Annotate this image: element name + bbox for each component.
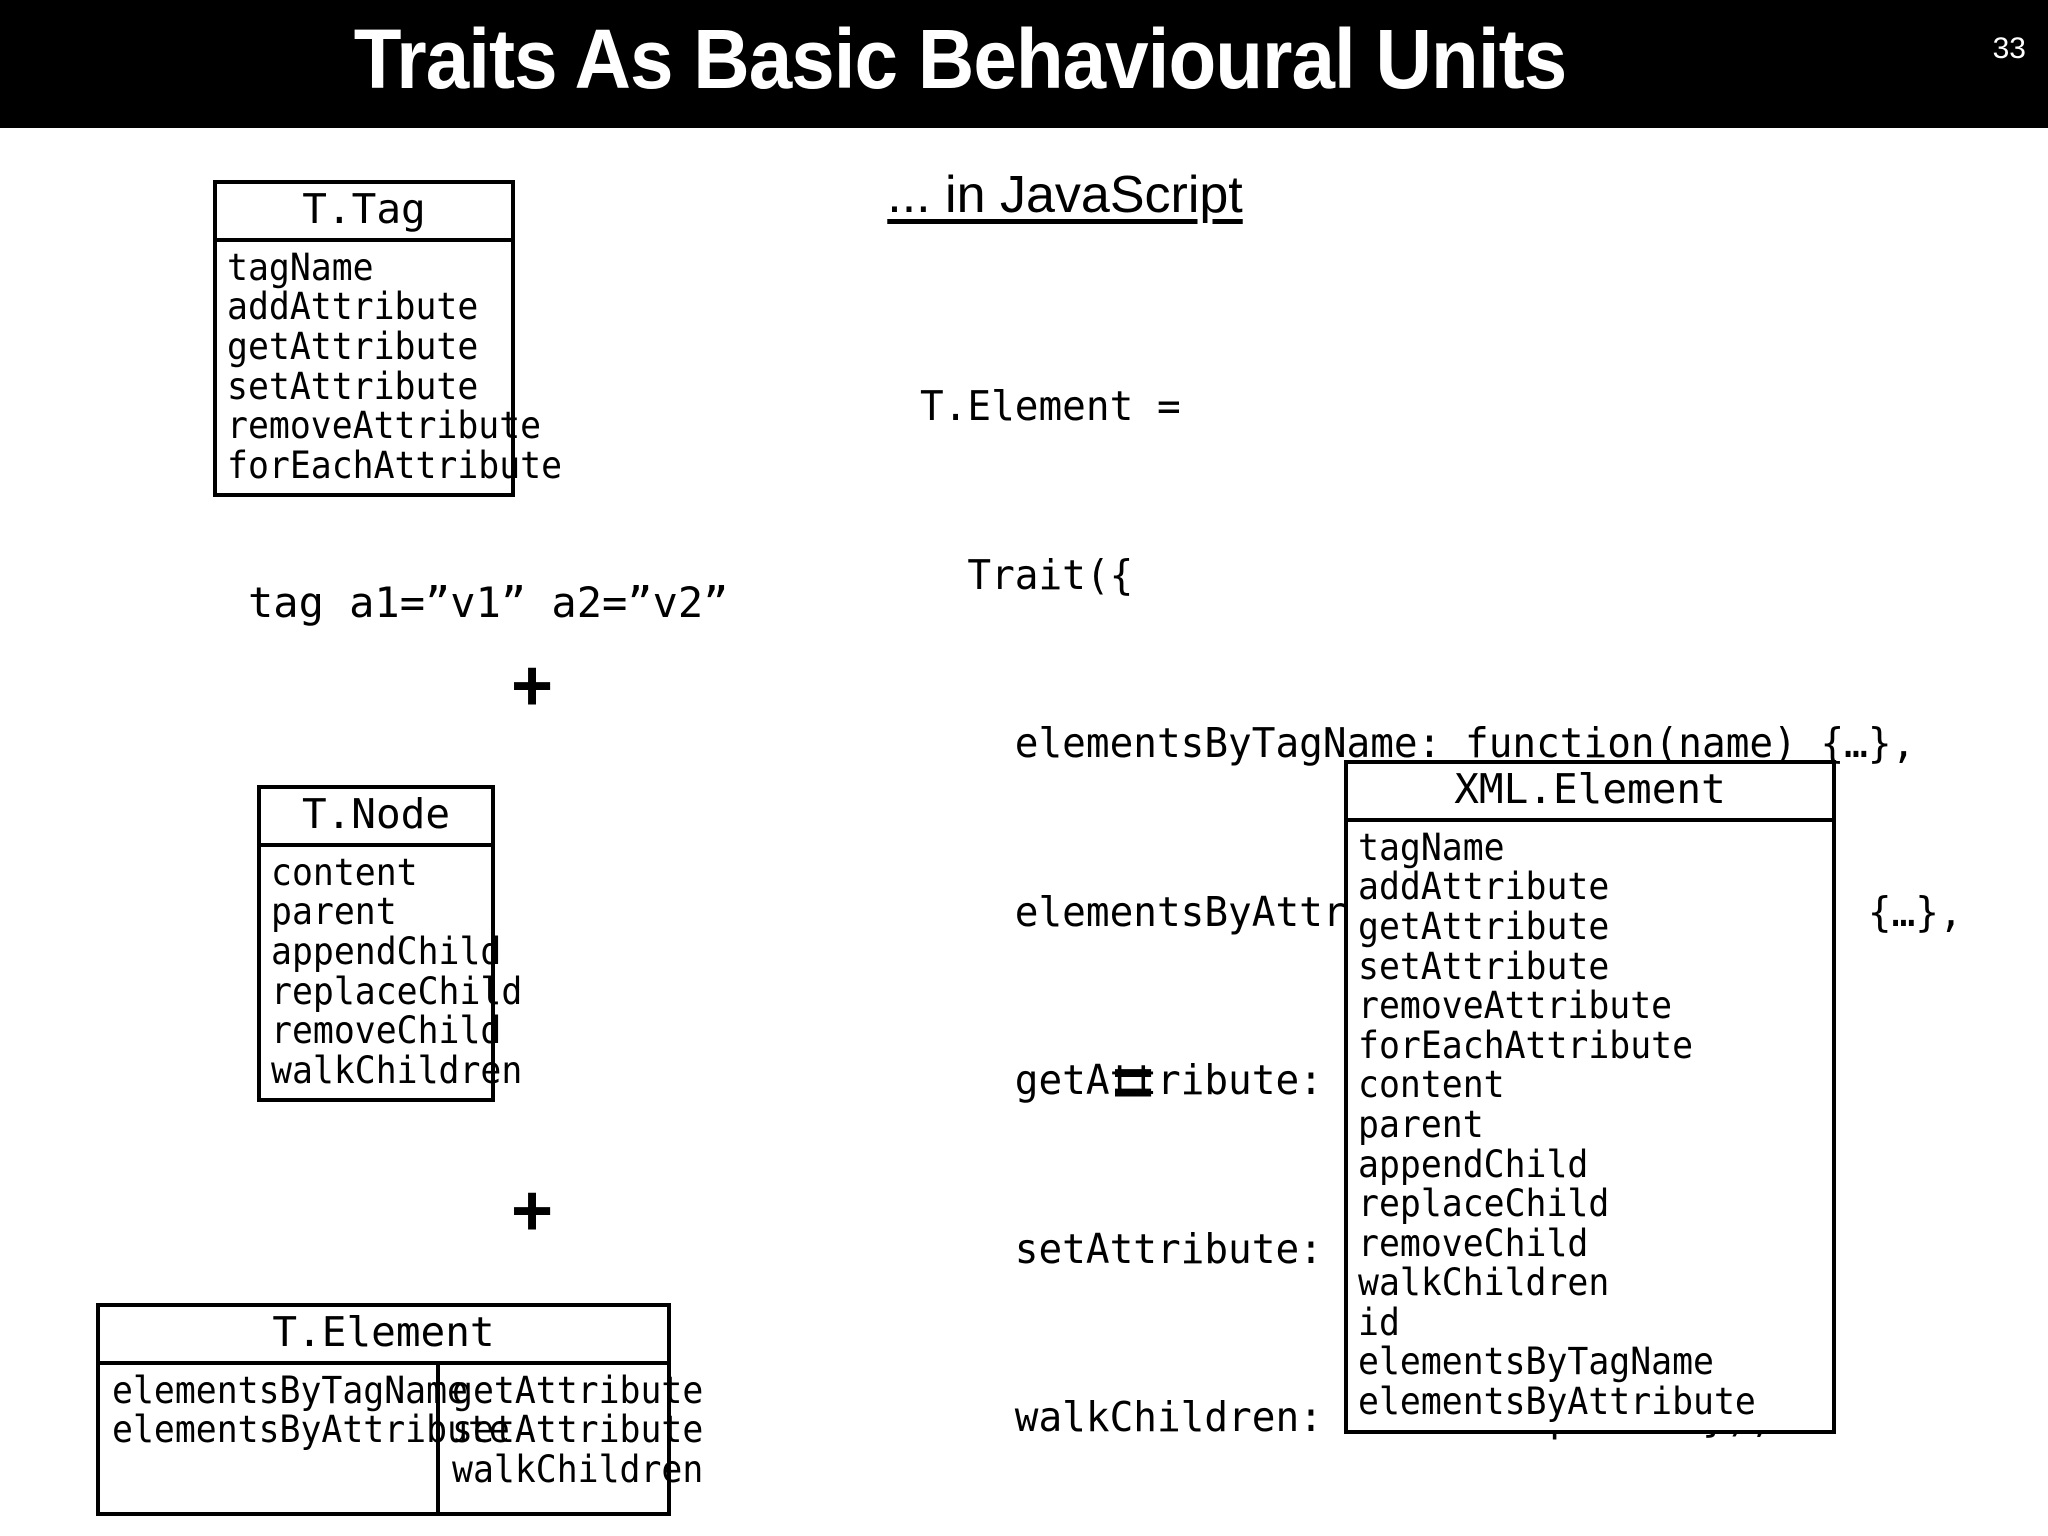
list-item: removeChild (1358, 1224, 1832, 1264)
member-label: getAttribute (1358, 905, 1610, 949)
list-item: walkChildren (1358, 1263, 1832, 1303)
trait-tag-title: T.Tag (217, 184, 511, 242)
list-item: getAttribute (227, 327, 511, 367)
tag-sample-text: tag a1=”v1” a2=”v2” (248, 578, 729, 627)
xml-element-box: XML.Element tagName addAttribute getAttr… (1344, 760, 1836, 1434)
javascript-section-heading: ... in JavaScript (887, 166, 1243, 224)
list-item: forEachAttribute (227, 446, 562, 486)
member-label: appendChild (271, 930, 502, 974)
list-item: appendChild (1358, 1142, 1832, 1186)
member-label: removeAttribute (1358, 984, 1673, 1028)
slide-title-bar: Traits As Basic Behavioural Units 33 (0, 0, 2048, 128)
page-title: Traits As Basic Behavioural Units (353, 12, 1567, 106)
list-item: content (271, 853, 491, 893)
member-label: getAttribute (452, 1368, 704, 1412)
trait-node-box: T.Node content parent appendChild replac… (257, 785, 522, 1103)
member-label: tagName (1358, 825, 1505, 869)
code-line: T.Element = (920, 382, 1181, 431)
xml-element-title: XML.Element (1348, 764, 1832, 822)
list-item: parent (271, 892, 491, 932)
member-label: removeAttribute (227, 404, 542, 448)
list-item: elementsByAttribute (112, 1410, 510, 1450)
member-label: setAttribute (1358, 944, 1610, 988)
plus-operator-2: + (511, 1171, 554, 1251)
page-number: 33 (1992, 32, 2026, 65)
trait-tag-box: T.Tag tagName addAttribute getAttribute … (213, 180, 562, 498)
list-item: replaceChild (1358, 1184, 1832, 1224)
member-label: tagName (227, 245, 374, 289)
list-item: getAttribute (1358, 907, 1832, 947)
list-item: setAttribute (227, 367, 511, 407)
list-item: forEachAttribute (1358, 1026, 1832, 1066)
list-item: removeAttribute (227, 406, 541, 446)
list-item: id (1358, 1303, 1832, 1343)
trait-node-member-list: content parent appendChild replaceChild … (261, 847, 522, 1098)
trait-element-required-list: getAttribute setAttribute walkChildren (440, 1365, 703, 1512)
list-item: setAttribute (452, 1410, 703, 1450)
member-label: addAttribute (227, 285, 479, 329)
list-item: setAttribute (1358, 947, 1832, 987)
list-item: walkChildren (452, 1450, 703, 1490)
member-label: removeChild (1358, 1221, 1589, 1265)
member-label: forEachAttribute (1358, 1023, 1694, 1067)
member-label: id (1358, 1300, 1400, 1344)
member-label: content (271, 850, 418, 894)
member-label: replaceChild (1358, 1182, 1610, 1226)
member-label: appendChild (1358, 1142, 1589, 1186)
list-item: content (1358, 1065, 1832, 1105)
trait-element-member-lists: elementsByTagName elementsByAttribute ge… (100, 1364, 703, 1512)
member-label: elementsByAttribute (1358, 1380, 1756, 1423)
member-label: walkChildren (271, 1048, 523, 1092)
list-item: elementsByAttribute (1358, 1382, 1832, 1422)
member-label: walkChildren (1358, 1261, 1610, 1305)
list-item: tagName (1358, 828, 1832, 868)
list-item: addAttribute (227, 287, 511, 327)
member-label: elementsByTagName (1358, 1340, 1714, 1384)
member-label: addAttribute (1358, 865, 1610, 909)
member-label: replaceChild (271, 969, 523, 1013)
xml-element-member-list: tagName addAttribute getAttribute setAtt… (1348, 822, 1832, 1430)
member-label: elementsByAttribute (112, 1408, 510, 1452)
trait-element-box: T.Element elementsByTagName elementsByAt… (96, 1303, 703, 1516)
list-item: removeChild (271, 1011, 501, 1051)
list-item: parent (1358, 1105, 1832, 1145)
member-label: forEachAttribute (227, 443, 563, 487)
trait-tag-member-list: tagName addAttribute getAttribute setAtt… (217, 242, 562, 493)
member-label: elementsByTagName (112, 1368, 468, 1412)
list-item: tagName (227, 248, 511, 288)
list-item: elementsByTagName (1358, 1342, 1832, 1382)
member-label: content (1358, 1063, 1505, 1107)
member-label: parent (271, 890, 397, 934)
member-label: removeChild (271, 1009, 502, 1053)
list-item: removeAttribute (1358, 986, 1832, 1026)
equals-operator: = (1112, 1043, 1155, 1123)
member-label: parent (1358, 1102, 1484, 1146)
trait-element-title: T.Element (100, 1307, 667, 1365)
member-label: walkChildren (452, 1448, 704, 1492)
member-label: setAttribute (227, 364, 479, 408)
plus-operator-1: + (511, 646, 554, 726)
list-item: walkChildren (271, 1051, 522, 1091)
member-label: getAttribute (227, 325, 479, 369)
list-item: appendChild (271, 932, 501, 972)
trait-element-provided-list: elementsByTagName elementsByAttribute (100, 1364, 510, 1512)
list-item: getAttribute (452, 1371, 703, 1411)
trait-node-title: T.Node (261, 789, 491, 847)
list-item: addAttribute (1358, 867, 1832, 907)
code-line: elementsByTagName: function(name) {…}, (920, 719, 1916, 768)
member-label: setAttribute (452, 1408, 704, 1452)
code-line: Trait({ (920, 550, 1134, 599)
list-item: replaceChild (271, 972, 522, 1012)
list-item: elementsByTagName (112, 1371, 468, 1411)
